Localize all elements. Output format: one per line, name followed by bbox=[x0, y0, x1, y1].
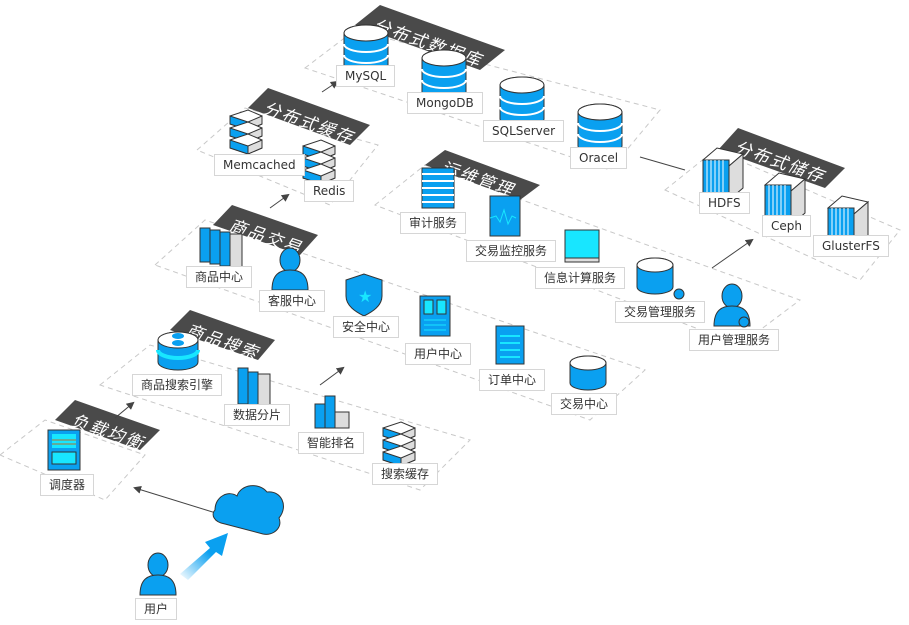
request-arrow-icon bbox=[180, 533, 228, 580]
customer-service-icon bbox=[271, 247, 309, 291]
label-hdfs: HDFS bbox=[699, 192, 750, 214]
arrow-trade-to-cache bbox=[269, 193, 290, 209]
platform-cache bbox=[196, 107, 379, 206]
user-document-icon bbox=[419, 295, 451, 337]
label-info-compute-service: 信息计算服务 bbox=[535, 267, 626, 289]
banner-storage bbox=[718, 128, 845, 188]
cloud-icon bbox=[212, 485, 284, 535]
shield-star-icon: ★ bbox=[345, 273, 383, 317]
display-screen-icon bbox=[564, 229, 600, 263]
server-cluster-icon bbox=[199, 227, 243, 269]
platform-search bbox=[98, 344, 471, 491]
platform-ops bbox=[374, 164, 802, 346]
banner-cache bbox=[248, 88, 370, 145]
label-user-mgmt-service: 用户管理服务 bbox=[689, 329, 780, 351]
platform-db bbox=[303, 29, 661, 171]
arrow-cache-to-db bbox=[321, 80, 339, 93]
arrow-ops-to-storage bbox=[711, 238, 754, 269]
server-rack-icon bbox=[421, 167, 455, 209]
label-ceph: Ceph bbox=[762, 215, 811, 237]
label-memcached: Memcached bbox=[214, 154, 305, 176]
banner-trade bbox=[213, 205, 318, 255]
label-user: 用户 bbox=[135, 598, 178, 620]
label-oracel: Oracel bbox=[570, 147, 628, 169]
arrow-search-to-trade bbox=[319, 366, 345, 386]
label-data-shard: 数据分片 bbox=[224, 404, 291, 426]
scheduler-icon bbox=[47, 429, 81, 471]
banner-lb bbox=[55, 400, 160, 450]
label-security-center: 安全中心 bbox=[333, 316, 400, 338]
star-glyph: ★ bbox=[358, 289, 372, 306]
label-product-center: 商品中心 bbox=[186, 266, 253, 288]
label-audit-service: 审计服务 bbox=[400, 212, 467, 234]
label-order-center: 订单中心 bbox=[479, 369, 546, 391]
label-customer-service-center: 客服中心 bbox=[259, 290, 326, 312]
label-mongodb: MongoDB bbox=[407, 92, 483, 114]
label-search-engine: 商品搜索引擎 bbox=[132, 374, 223, 396]
label-user-center: 用户中心 bbox=[405, 343, 472, 365]
clipboard-icon bbox=[495, 325, 525, 365]
label-glusterfs: GlusterFS bbox=[813, 235, 889, 257]
arrow-lb-to-search bbox=[114, 401, 135, 419]
ranking-chart-icon bbox=[314, 395, 350, 429]
user-gear-icon bbox=[713, 283, 751, 328]
label-mysql: MySQL bbox=[336, 65, 396, 87]
database-gear-icon bbox=[636, 257, 685, 300]
label-sqlserver: SQLServer bbox=[483, 120, 565, 142]
banner-db bbox=[355, 5, 505, 70]
line-db-to-storage bbox=[639, 156, 686, 171]
label-search-cache: 搜索缓存 bbox=[372, 463, 439, 485]
label-redis: Redis bbox=[304, 180, 355, 202]
ops-icons bbox=[421, 167, 751, 328]
label-trade-mgmt-service: 交易管理服务 bbox=[615, 301, 706, 323]
search-engine-icon bbox=[156, 331, 200, 371]
label-smart-ranking: 智能排名 bbox=[298, 432, 365, 454]
monitor-chart-icon bbox=[489, 195, 521, 237]
banner-search bbox=[170, 310, 275, 360]
platform-storage bbox=[664, 149, 901, 281]
trade-icons: ★ bbox=[199, 227, 607, 391]
platform-trade bbox=[154, 219, 646, 421]
label-trade-monitor-service: 交易监控服务 bbox=[466, 240, 557, 262]
banner-ops bbox=[425, 150, 540, 200]
user-icon bbox=[139, 552, 177, 596]
coin-stack-icon bbox=[569, 355, 607, 391]
label-scheduler: 调度器 bbox=[40, 474, 95, 496]
label-trade-center: 交易中心 bbox=[551, 393, 618, 415]
